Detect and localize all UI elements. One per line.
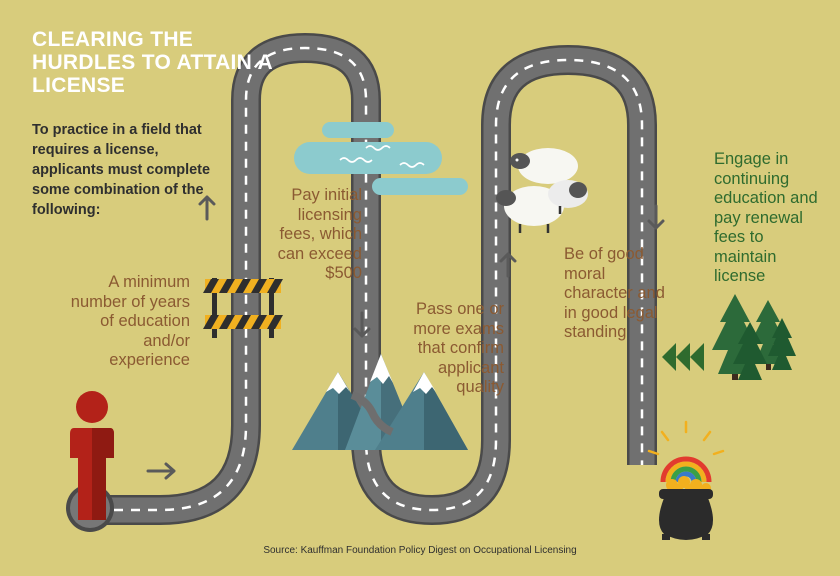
arrow-down-icon (647, 204, 665, 230)
arrow-up-icon (198, 195, 216, 221)
pot-of-gold-icon (647, 420, 725, 540)
cloud-icon (294, 122, 468, 195)
page-title: CLEARING THE HURDLES TO ATTAIN A LICENSE (32, 28, 273, 97)
step-moral-character: Be of good moral character and in good l… (564, 245, 665, 341)
road (80, 32, 657, 526)
arrow-down-icon (353, 311, 371, 338)
step-education: A minimum number of years of education a… (70, 273, 190, 369)
trees-icon (662, 294, 796, 380)
step-fees: Pay initial licensing fees, which can ex… (277, 186, 362, 282)
person-icon (66, 391, 114, 532)
rainbow-icon (660, 456, 712, 483)
step-exams: Pass one or more exams that confirm appl… (413, 300, 504, 396)
intro-text: To practice in a field that requires a l… (32, 122, 211, 218)
mountains-icon (292, 354, 468, 450)
arrow-up-icon (499, 252, 517, 278)
arrow-right-icon (146, 462, 176, 480)
sheep-icon (496, 148, 588, 233)
barrier-icon (203, 278, 283, 338)
step-continuing-education: Engage in continuing education and pay r… (714, 150, 818, 285)
source-note: Source: Kauffman Foundation Policy Diges… (263, 545, 577, 556)
